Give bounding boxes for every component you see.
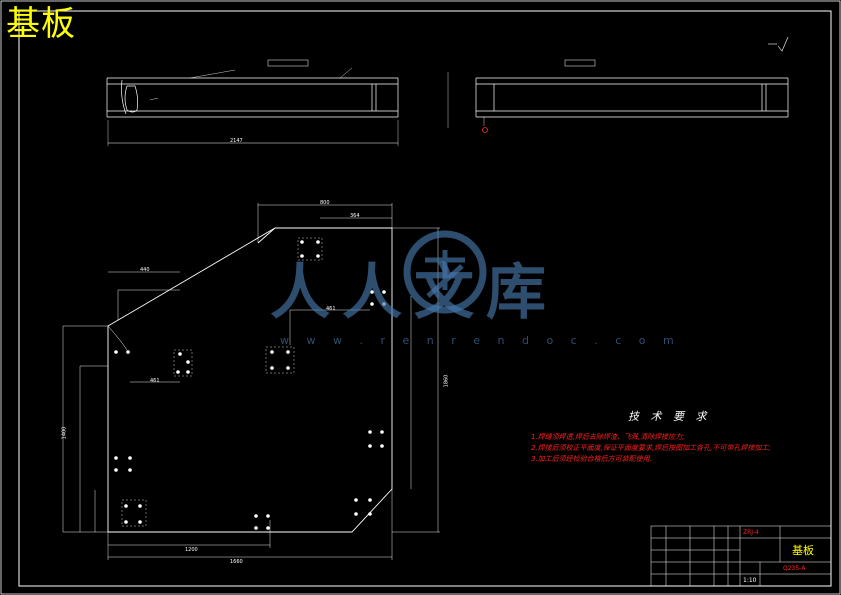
dim-bottom-inner: 1200 — [185, 547, 198, 553]
hole-group-left-lower — [114, 456, 132, 472]
hole-group-right-lower — [368, 430, 384, 448]
dim-left-height: 1400 — [61, 426, 68, 440]
hole-group-bottom-left — [124, 504, 142, 524]
dim-upper-left: 440 — [140, 267, 150, 273]
title-block-part-name: 基板 — [792, 544, 814, 557]
title-block-drawing-no: ZRJ-4 — [743, 529, 759, 536]
tech-note-2: 2.焊接后须校正平面度,保证平面度要求,焊后按图加工各孔,不可带孔焊接加工; — [531, 444, 771, 452]
side-view — [447, 59, 789, 128]
inner-frame — [18, 10, 832, 587]
dim-top-inner: 364 — [350, 213, 360, 219]
tech-note-3: 3.加工后须经检验合格后方可装配使用. — [531, 455, 652, 463]
hole-group-top — [300, 240, 320, 258]
tech-requirements-title: 技 术 要 求 — [628, 410, 711, 423]
dim-bottom-width: 1660 — [230, 559, 243, 565]
title-block-scale: 1:10 — [743, 577, 757, 584]
watermark-text: 人人文库 — [270, 258, 558, 328]
hole-group-bottom-center — [254, 514, 270, 530]
hole-group-center — [270, 350, 290, 370]
watermark-logo — [403, 230, 487, 314]
hole-group-bottom-right — [354, 498, 372, 516]
title-block — [650, 525, 832, 587]
hole-group-right-upper — [370, 290, 386, 306]
dim-top-length: 2147 — [230, 138, 243, 144]
front-view — [106, 59, 399, 146]
tech-notes: 1.焊缝须焊透,焊后去除焊渣、飞溅,清除焊接应力; 2.焊接后须校正平面度,保证… — [531, 432, 771, 465]
dim-inner: 461 — [326, 306, 336, 312]
watermark-url: w w w . r e n r e n d o c . c o m — [280, 334, 681, 347]
drawing-title: 基板 — [6, 4, 76, 44]
roughness-symbol — [768, 36, 789, 52]
hole-group-left-mid — [114, 350, 190, 374]
mounting-holes — [114, 240, 386, 530]
hole-outlines — [121, 237, 323, 527]
dim-top-width: 800 — [320, 200, 330, 206]
tech-note-1: 1.焊缝须焊透,焊后去除焊渣、飞溅,清除焊接应力; — [531, 433, 685, 441]
dim-inner-2: 461 — [150, 378, 160, 384]
section-marker — [482, 127, 488, 133]
dim-right-height: 1860 — [443, 374, 450, 388]
title-block-material: Q235-A — [783, 565, 806, 572]
dimension-lines — [62, 203, 440, 560]
